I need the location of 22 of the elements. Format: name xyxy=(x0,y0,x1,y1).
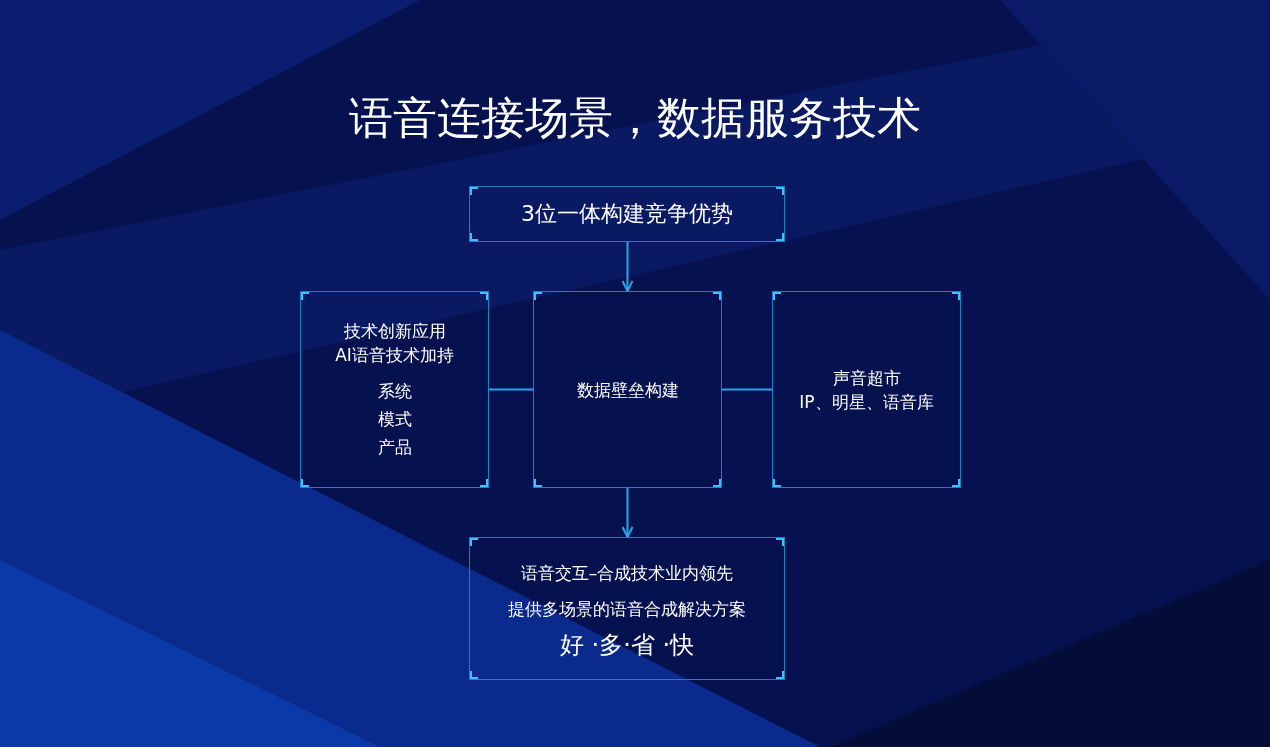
box-text: 声音超市 xyxy=(832,366,901,390)
box-text: 语音交互–合成技术业内领先 xyxy=(520,561,734,585)
text-box xyxy=(533,291,722,488)
box-text: 3位一体构建竞争优势 xyxy=(521,202,733,226)
box-text: 提供多场景的语音合成解决方案 xyxy=(508,597,746,621)
text-box xyxy=(469,186,785,242)
box-text: 产品 xyxy=(377,435,412,459)
text-box xyxy=(469,537,785,680)
box-text: AI语音技术加持 xyxy=(335,343,454,367)
arrow xyxy=(621,487,634,538)
connector-line xyxy=(721,388,773,391)
box-text: 模式 xyxy=(377,407,412,431)
box-text: 技术创新应用 xyxy=(343,319,446,343)
box-text: 数据壁垒构建 xyxy=(576,378,679,402)
text-box xyxy=(772,291,961,488)
box-text: IP、明星、语音库 xyxy=(799,390,934,414)
box-text: 系统 xyxy=(377,379,412,403)
arrow xyxy=(621,241,634,292)
text-box xyxy=(300,291,489,488)
slide-title: 语音连接场景，数据服务技术 xyxy=(348,91,922,145)
box-text: 好 ·多·省 ·快 xyxy=(559,629,695,661)
connector-line xyxy=(488,388,534,391)
